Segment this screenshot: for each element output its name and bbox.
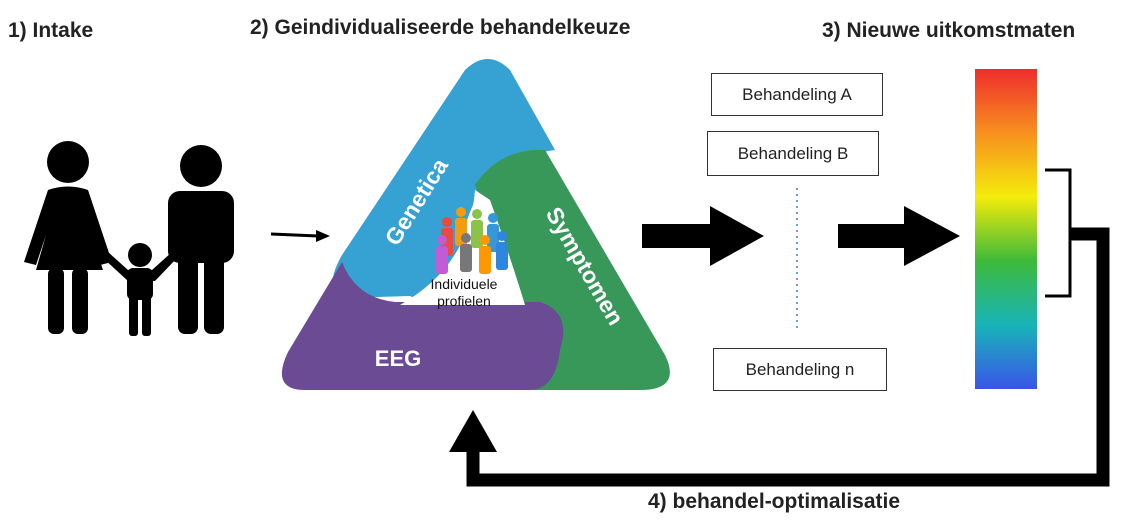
person-icon — [496, 231, 508, 270]
eeg-label: EEG — [375, 346, 421, 371]
center-label-line2: profielen — [437, 293, 491, 309]
man-figure — [168, 145, 234, 334]
profile-triangle: Genetica Symptomen EEG Individuele profi… — [281, 59, 670, 390]
treatment-b-box: Behandeling B — [707, 131, 879, 176]
intake-heading: 1) Intake — [8, 19, 94, 42]
outcome-spectrum-bar — [975, 69, 1037, 389]
triangle-eeg-segment — [281, 262, 564, 390]
treatment-choice-heading: 2) Geindividualiseerde behandelkeuze — [250, 16, 631, 39]
outcome-bracket — [1045, 168, 1072, 298]
arrow-choice-to-treatments — [642, 206, 764, 266]
child-figure — [103, 243, 177, 336]
person-icon — [436, 235, 448, 274]
person-icon — [471, 209, 483, 248]
outcome-measures-heading: 3) Nieuwe uitkomstmaten — [822, 19, 1076, 42]
triangle-symptoms-segment — [475, 149, 670, 390]
treatment-n-box: Behandeling n — [713, 348, 887, 391]
treatment-a-box: Behandeling A — [711, 73, 883, 116]
arrow-intake-to-choice — [270, 230, 330, 242]
woman-figure — [24, 141, 112, 334]
triangle-genetics-segment — [332, 59, 555, 299]
feedback-loop-arrow — [449, 227, 1110, 487]
arrow-treatments-to-outcome — [838, 206, 960, 266]
center-label-line1: Individuele — [431, 276, 498, 292]
person-icon — [460, 233, 472, 272]
person-icon — [479, 235, 491, 274]
individual-profiles-icon — [436, 207, 508, 274]
family-icon — [24, 141, 234, 336]
optimization-heading: 4) behandel-optimalisatie — [648, 490, 901, 513]
